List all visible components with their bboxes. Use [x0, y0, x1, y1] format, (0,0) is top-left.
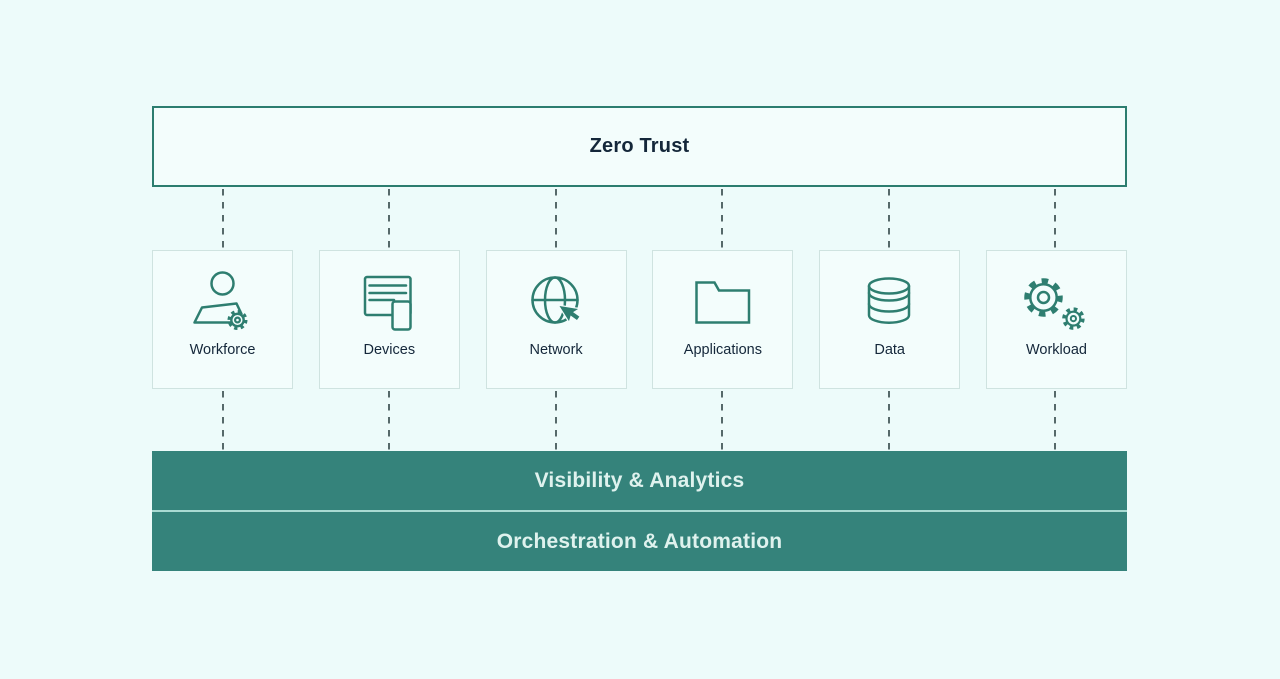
- connector-dashed-line: [221, 189, 224, 249]
- pillar-devices: Devices: [318, 250, 460, 389]
- database-icon: [867, 277, 910, 324]
- pillar-applications: Applications: [652, 250, 794, 389]
- pillar-label: Workload: [1025, 342, 1087, 358]
- desktop-and-phone-icon: [364, 275, 413, 331]
- connector-dashed-line: [1054, 391, 1056, 450]
- pillar-label: Data: [874, 342, 905, 358]
- connector-dashed-line: [887, 391, 890, 450]
- pillar-label: Network: [529, 342, 583, 358]
- connector-dashed-line: [221, 391, 224, 450]
- zero-trust-title: Zero Trust: [589, 135, 690, 157]
- pillars-row: Workforce Devices Network: [152, 250, 1127, 389]
- orchestration-automation-label: Orchestration & Automation: [496, 529, 783, 553]
- globe-with-cursor-icon: [531, 276, 582, 325]
- pillar-network: Network: [485, 250, 627, 389]
- connector-dashed-line: [554, 189, 557, 249]
- pillar-label: Devices: [363, 342, 416, 358]
- pillar-label: Applications: [683, 342, 762, 358]
- connector-dashed-line: [721, 189, 723, 249]
- orchestration-automation-bar: Orchestration & Automation: [152, 512, 1127, 571]
- pillar-workload: Workload: [985, 250, 1127, 389]
- connector-dashed-line: [1054, 189, 1056, 249]
- connector-dashed-line: [388, 189, 390, 249]
- zero-trust-header-box: Zero Trust: [152, 106, 1127, 187]
- connector-dashed-line: [887, 189, 890, 249]
- connector-dashed-line: [554, 391, 557, 450]
- connector-dashed-line: [721, 391, 723, 450]
- double-gears-icon: [1024, 278, 1086, 330]
- folder-icon: [695, 281, 751, 324]
- pillar-data: Data: [819, 250, 961, 389]
- visibility-analytics-label: Visibility & Analytics: [534, 468, 745, 492]
- pillar-label: Workforce: [189, 342, 256, 358]
- pillar-workforce: Workforce: [152, 250, 293, 389]
- connector-dashed-line: [388, 391, 390, 450]
- person-with-gear-icon: [192, 271, 248, 331]
- visibility-analytics-bar: Visibility & Analytics: [152, 451, 1127, 512]
